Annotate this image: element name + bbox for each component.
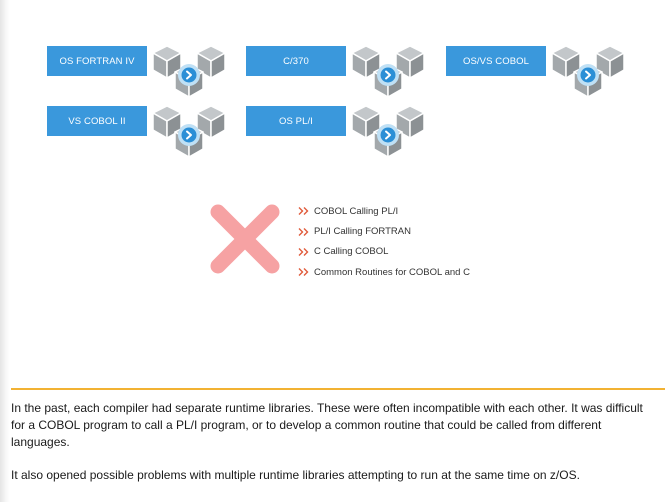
list-item-label: PL/I Calling FORTRAN xyxy=(314,226,411,238)
incompatibility-list: COBOL Calling PL/I PL/I Calling FORTRAN … xyxy=(298,201,470,283)
compiler-label: C/370 xyxy=(246,46,346,76)
runtime-library-cubes-icon xyxy=(147,100,233,160)
runtime-library-cubes-icon xyxy=(147,40,233,100)
compiler-label: OS FORTRAN IV xyxy=(47,46,147,76)
compiler-label: OS PL/I xyxy=(246,106,346,136)
list-item-label: C Calling COBOL xyxy=(314,246,389,258)
list-item-label: Common Routines for COBOL and C xyxy=(314,266,470,278)
compiler-label: OS/VS COBOL xyxy=(446,46,546,76)
list-item: PL/I Calling FORTRAN xyxy=(298,221,470,241)
list-item: C Calling COBOL xyxy=(298,242,470,262)
explanation-paragraph: In the past, each compiler had separate … xyxy=(11,401,643,449)
explanation-text: In the past, each compiler had separate … xyxy=(11,400,659,500)
double-chevron-right-icon xyxy=(298,227,309,236)
runtime-library-cubes-icon xyxy=(546,40,632,100)
double-chevron-right-icon xyxy=(298,268,309,277)
explanation-paragraph: It also opened possible problems with mu… xyxy=(11,468,580,482)
runtime-library-cubes-icon xyxy=(346,100,432,160)
page-shadow xyxy=(0,0,10,502)
list-item: COBOL Calling PL/I xyxy=(298,201,470,221)
section-divider xyxy=(11,388,665,390)
double-chevron-right-icon xyxy=(298,207,309,216)
cross-x-icon xyxy=(210,204,280,274)
list-item-label: COBOL Calling PL/I xyxy=(314,205,399,217)
runtime-library-cubes-icon xyxy=(346,40,432,100)
compiler-label: VS COBOL II xyxy=(47,106,147,136)
list-item: Common Routines for COBOL and C xyxy=(298,262,470,282)
double-chevron-right-icon xyxy=(298,247,309,256)
